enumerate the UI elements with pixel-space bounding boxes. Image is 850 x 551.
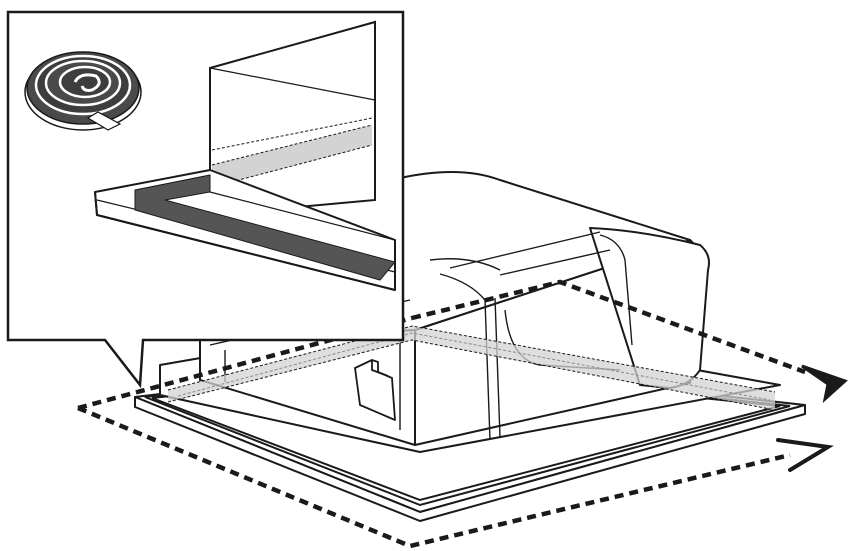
mounting-bracket [354, 359, 396, 421]
detail-callout [6, 10, 405, 389]
arrow-head-icon-2 [776, 438, 834, 472]
arrow-head-icon [801, 364, 848, 404]
seal-roll-icon [24, 51, 142, 131]
seal-strip [167, 325, 776, 411]
